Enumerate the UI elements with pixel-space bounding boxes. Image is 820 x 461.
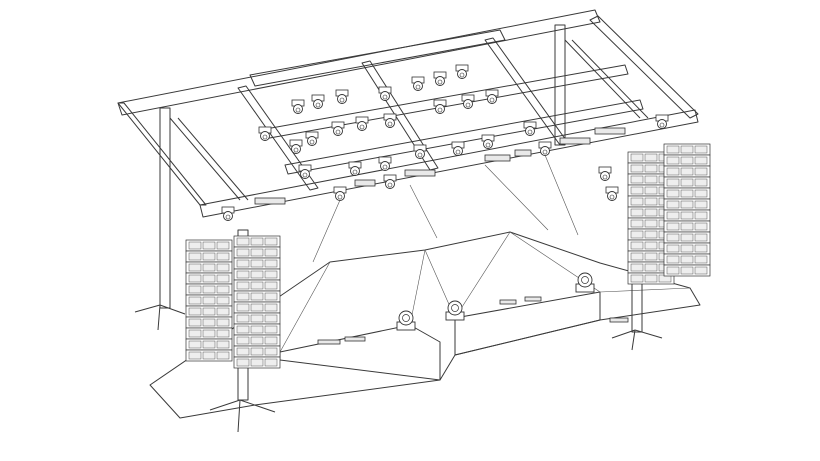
- moving-head-light: [433, 99, 447, 114]
- moving-head-light: [433, 71, 447, 86]
- tripod-base-back-left: [134, 304, 186, 331]
- moving-head-light: [655, 114, 669, 129]
- truss-cross-left: [237, 85, 319, 191]
- truss-spotlights: [221, 64, 669, 221]
- floor-monitor: [609, 317, 629, 323]
- moving-head-light: [411, 76, 425, 91]
- truss-right-side: [589, 15, 699, 119]
- stage-deck: [149, 231, 701, 419]
- moving-head-light: [598, 166, 612, 181]
- truss-back-main: [117, 9, 601, 116]
- moving-head-light: [451, 141, 465, 156]
- floor-moving-head: [575, 272, 595, 293]
- moving-head-light: [291, 99, 305, 114]
- moving-head-light: [258, 126, 272, 141]
- moving-head-light: [481, 134, 495, 149]
- moving-head-light: [311, 94, 325, 109]
- truss-left-side: [117, 102, 207, 206]
- moving-head-light: [383, 174, 397, 189]
- moving-head-light: [378, 156, 392, 171]
- tripod-base-right: [611, 329, 663, 351]
- moving-head-light: [383, 113, 397, 128]
- line-array-left: [185, 235, 281, 369]
- floor-monitor: [344, 336, 366, 342]
- tower-back-left: [159, 107, 171, 309]
- roof-truss-grid: [117, 9, 699, 218]
- moving-head-light: [298, 164, 312, 179]
- moving-head-light: [378, 86, 392, 101]
- moving-head-light: [538, 141, 552, 156]
- moving-head-light: [221, 206, 235, 221]
- truss-mid-2: [284, 99, 644, 175]
- moving-head-light: [413, 144, 427, 159]
- truss-front-main: [199, 109, 699, 218]
- moving-head-light: [605, 186, 619, 201]
- truss-back-inner: [249, 29, 506, 87]
- truss-cross-center: [361, 60, 439, 171]
- moving-head-light: [348, 161, 362, 176]
- moving-head-light: [289, 139, 303, 154]
- line-array-right: [627, 143, 711, 285]
- tripod-base-front-left: [209, 399, 276, 433]
- floor-monitor: [317, 339, 341, 345]
- moving-head-light: [523, 121, 537, 136]
- moving-head-light: [485, 89, 499, 104]
- moving-head-light: [305, 131, 319, 146]
- moving-head-light: [355, 116, 369, 131]
- moving-head-light: [335, 89, 349, 104]
- floor-monitor: [499, 299, 517, 305]
- light-beams: [312, 154, 579, 263]
- floor-monitor: [524, 296, 542, 302]
- led-bars: [254, 127, 626, 205]
- moving-head-light: [333, 186, 347, 201]
- moving-head-light: [461, 94, 475, 109]
- moving-head-light: [331, 121, 345, 136]
- moving-head-light: [455, 64, 469, 79]
